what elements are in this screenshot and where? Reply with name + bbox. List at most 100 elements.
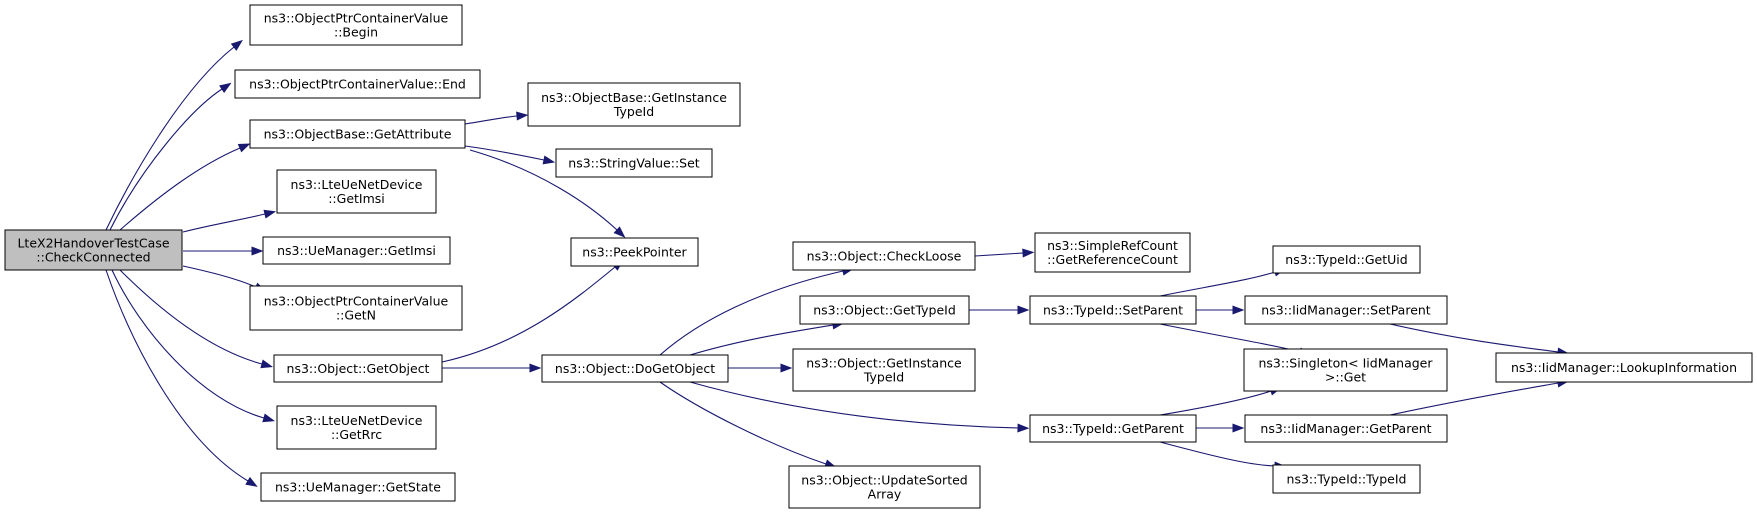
node-refcount[interactable]: ns3::SimpleRefCount::GetReferenceCount <box>1034 232 1191 273</box>
edge-dogetobject-to-o_getinst <box>728 363 793 373</box>
edge-line <box>1159 390 1272 416</box>
node-label: ns3::SimpleRefCount <box>1047 238 1178 253</box>
node-end[interactable]: ns3::ObjectPtrContainerValue::End <box>234 69 481 99</box>
node-iid-setparent[interactable]: ns3::IidManager::SetParent <box>1244 295 1448 325</box>
node-uenet-imsi[interactable]: ns3::LteUeNetDevice::GetImsi <box>276 169 437 214</box>
arrowhead-icon <box>1232 423 1245 433</box>
node-t-setparent[interactable]: ns3::TypeId::SetParent <box>1029 295 1197 325</box>
node-label: ns3::UeManager::GetState <box>275 480 441 495</box>
edge-line <box>689 381 1019 429</box>
edge-line <box>1159 441 1276 467</box>
node-label: ns3::TypeId::GetUid <box>1285 252 1407 267</box>
edge-line <box>1389 382 1559 416</box>
edge-dogetobject-to-t_getparent <box>689 381 1030 433</box>
arrowhead-icon <box>245 476 258 487</box>
node-box <box>249 119 466 149</box>
node-singleton[interactable]: ns3::Singleton< IidManager>::Get <box>1243 348 1448 392</box>
node-t-getparent[interactable]: ns3::TypeId::GetParent <box>1029 414 1197 443</box>
edge-t_getparent-to-singleton <box>1159 386 1282 416</box>
edge-getattr-to-peek <box>469 149 626 238</box>
node-box <box>4 229 183 271</box>
node-getstate[interactable]: ns3::UeManager::GetState <box>260 472 456 502</box>
node-label: ns3::ObjectPtrContainerValue <box>264 294 449 309</box>
node-box <box>799 295 970 325</box>
edge-line <box>1159 271 1276 297</box>
edge-line <box>974 252 1024 257</box>
node-box <box>276 405 437 450</box>
arrowhead-icon <box>529 363 542 373</box>
node-getrrc[interactable]: ns3::LteUeNetDevice::GetRrc <box>276 405 437 450</box>
call-nodes: LteX2HandoverTestCase::CheckConnectedns3… <box>4 4 1753 509</box>
node-box <box>260 472 456 502</box>
node-dogetobject[interactable]: ns3::Object::DoGetObject <box>541 354 729 383</box>
node-label: ns3::TypeId::TypeId <box>1287 472 1407 487</box>
node-box <box>276 169 437 214</box>
edge-line <box>182 265 257 288</box>
node-box <box>792 241 976 271</box>
node-peek[interactable]: ns3::PeekPointer <box>570 237 699 267</box>
edge-line <box>464 115 518 125</box>
arrowhead-icon <box>237 143 251 153</box>
node-t-getuid[interactable]: ns3::TypeId::GetUid <box>1272 245 1421 274</box>
arrowhead-icon <box>262 413 275 423</box>
edge-getattr-to-ob_getinst <box>464 111 529 125</box>
node-box <box>1244 295 1448 325</box>
node-box <box>249 285 463 331</box>
node-getn[interactable]: ns3::ObjectPtrContainerValue::GetN <box>249 285 463 331</box>
node-checkloose[interactable]: ns3::Object::CheckLoose <box>792 241 976 271</box>
edge-line <box>109 88 223 231</box>
edge-root-to-getobject <box>119 269 274 369</box>
node-lookup[interactable]: ns3::IidManager::LookupInformation <box>1495 352 1753 383</box>
node-label: Array <box>868 487 902 502</box>
edge-t_getparent-to-iid_getparent <box>1196 423 1245 433</box>
node-label: ns3::Object::GetInstance <box>806 356 962 371</box>
node-box <box>792 348 976 392</box>
node-root[interactable]: LteX2HandoverTestCase::CheckConnected <box>4 229 183 271</box>
arrowhead-icon <box>251 246 264 256</box>
edge-getobject-to-dogetobject <box>442 363 542 373</box>
edge-root-to-getstate <box>105 269 258 487</box>
arrowhead-icon <box>1022 248 1035 258</box>
edge-line <box>1159 323 1301 353</box>
node-iid-getparent[interactable]: ns3::IidManager::GetParent <box>1244 414 1448 443</box>
edge-root-to-getrrc <box>111 269 275 423</box>
node-o-gettypeid[interactable]: ns3::Object::GetTypeId <box>799 295 970 325</box>
node-box <box>527 82 741 127</box>
node-box <box>262 236 451 265</box>
node-label: ns3::ObjectBase::GetAttribute <box>264 127 452 142</box>
arrowhead-icon <box>1017 305 1030 315</box>
node-label: ::GetN <box>336 308 376 323</box>
node-label: ns3::UeManager::GetImsi <box>277 243 436 258</box>
node-box <box>1272 464 1421 494</box>
edge-line <box>441 266 616 363</box>
node-uemgr-imsi[interactable]: ns3::UeManager::GetImsi <box>262 236 451 265</box>
node-label: ::GetRrc <box>331 427 382 442</box>
arrowhead-icon <box>1232 305 1245 315</box>
node-box <box>1034 232 1191 273</box>
node-getattr[interactable]: ns3::ObjectBase::GetAttribute <box>249 119 466 149</box>
node-box <box>555 148 713 178</box>
arrowhead-icon <box>542 155 556 165</box>
node-label: ns3::StringValue::Set <box>568 156 699 171</box>
arrowhead-icon <box>260 359 274 369</box>
node-begin[interactable]: ns3::ObjectPtrContainerValue::Begin <box>249 4 463 46</box>
node-getobject[interactable]: ns3::Object::GetObject <box>273 354 443 383</box>
node-label: ns3::PeekPointer <box>582 245 687 260</box>
node-label: ns3::Object::CheckLoose <box>807 249 962 264</box>
node-box <box>1272 245 1421 274</box>
edge-line <box>689 324 834 356</box>
node-label: ns3::Singleton< IidManager <box>1258 356 1433 371</box>
node-label: ns3::Object::UpdateSorted <box>801 473 967 488</box>
node-strset[interactable]: ns3::StringValue::Set <box>555 148 713 178</box>
edge-line <box>105 46 235 231</box>
arrowhead-icon <box>613 226 626 238</box>
arrowhead-icon <box>263 209 277 219</box>
node-label: LteX2HandoverTestCase <box>17 236 169 251</box>
node-label: ns3::TypeId::GetParent <box>1042 421 1184 436</box>
edge-t_setparent-to-t_getuid <box>1159 267 1286 297</box>
node-t-typeid[interactable]: ns3::TypeId::TypeId <box>1272 464 1421 494</box>
